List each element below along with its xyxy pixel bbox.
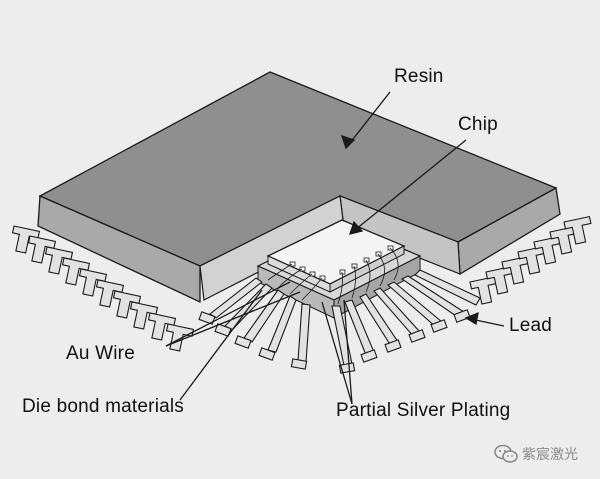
label-partial-silver-plating: Partial Silver Plating (336, 400, 511, 421)
resin-left-side (37, 195, 201, 304)
front-lead-row (209, 269, 481, 367)
leader-lines (165, 91, 505, 405)
watermark-text: 紫宸激光 (522, 446, 578, 462)
wechat-icon (494, 444, 518, 463)
label-au-wire: Au Wire (66, 343, 135, 364)
au-wires (267, 247, 399, 305)
label-lead: Lead (509, 315, 553, 336)
label-chip: Chip (458, 114, 498, 135)
front-lead-feet (198, 309, 471, 374)
watermark: 紫宸激光 (494, 441, 578, 467)
label-resin: Resin (394, 66, 444, 87)
label-die-bond-materials: Die bond materials (22, 396, 185, 417)
